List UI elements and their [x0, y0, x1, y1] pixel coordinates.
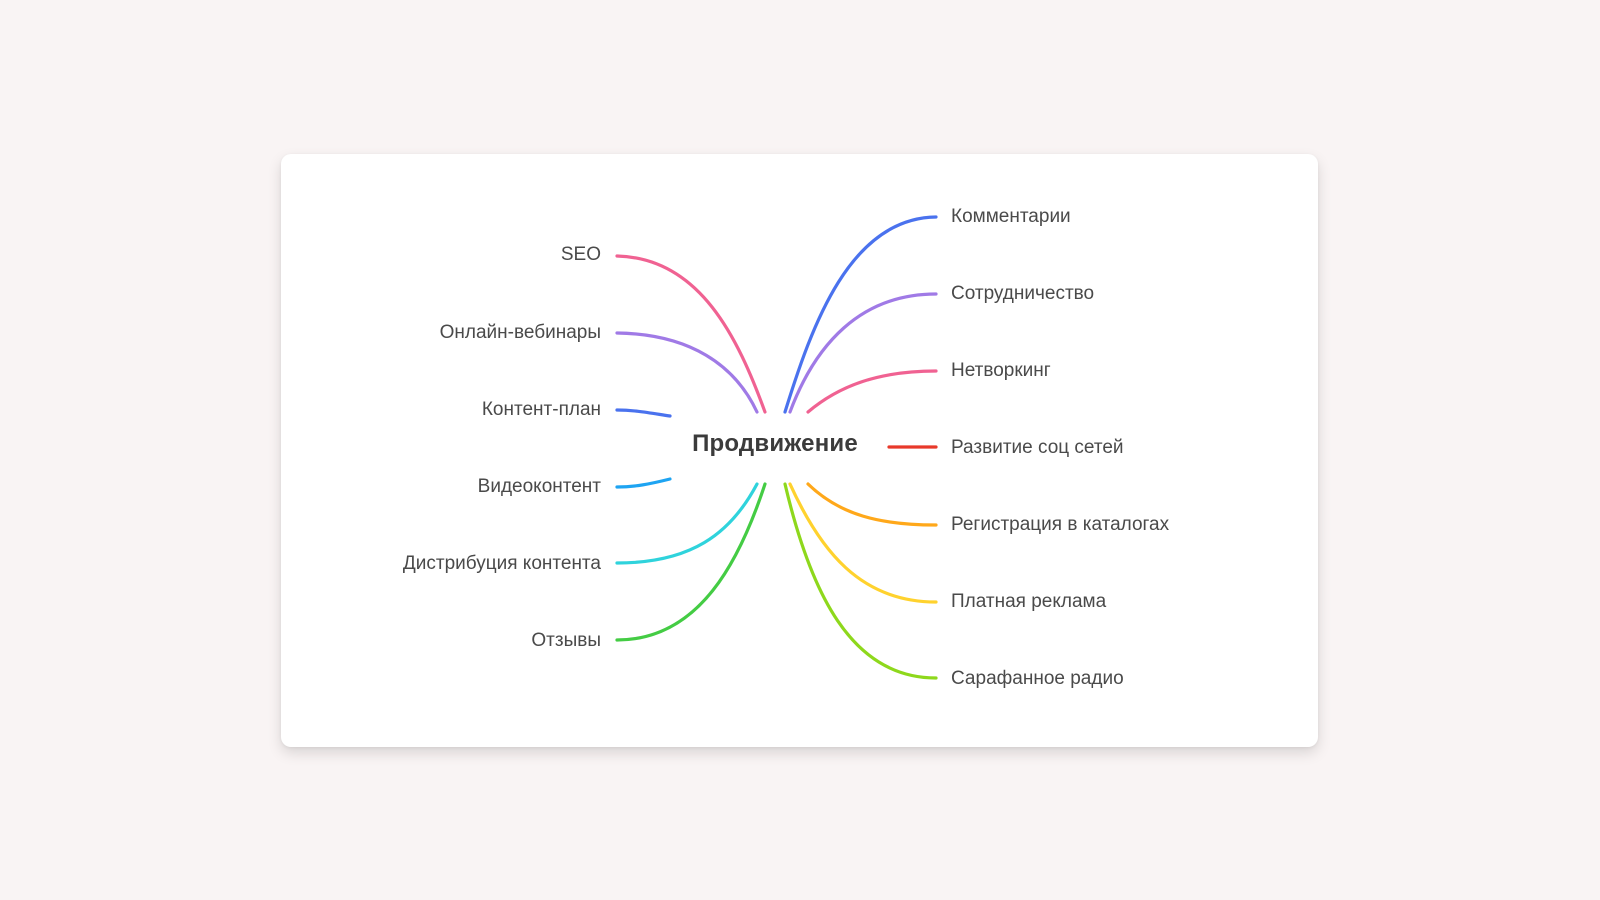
topic-reviews[interactable]: Отзывы — [531, 630, 601, 651]
topic-networking[interactable]: Нетворкинг — [951, 360, 1051, 381]
topic-collaboration[interactable]: Сотрудничество — [951, 283, 1095, 304]
topic-ads[interactable]: Платная реклама — [951, 591, 1107, 612]
topic-webinars[interactable]: Онлайн-вебинары — [439, 322, 601, 343]
topic-content-plan[interactable]: Контент-план — [481, 399, 601, 420]
topic-comments[interactable]: Комментарии — [951, 206, 1071, 227]
topic-catalogs[interactable]: Регистрация в каталогах — [951, 514, 1170, 535]
central-topic[interactable]: Продвижение — [692, 430, 858, 457]
topic-seo[interactable]: SEO — [560, 244, 601, 265]
topic-distribution[interactable]: Дистрибуция контента — [402, 553, 601, 574]
topic-word-of-mouth[interactable]: Сарафанное радио — [951, 668, 1124, 689]
topic-video[interactable]: Видеоконтент — [477, 476, 601, 497]
topic-social[interactable]: Развитие соц сетей — [951, 437, 1124, 458]
